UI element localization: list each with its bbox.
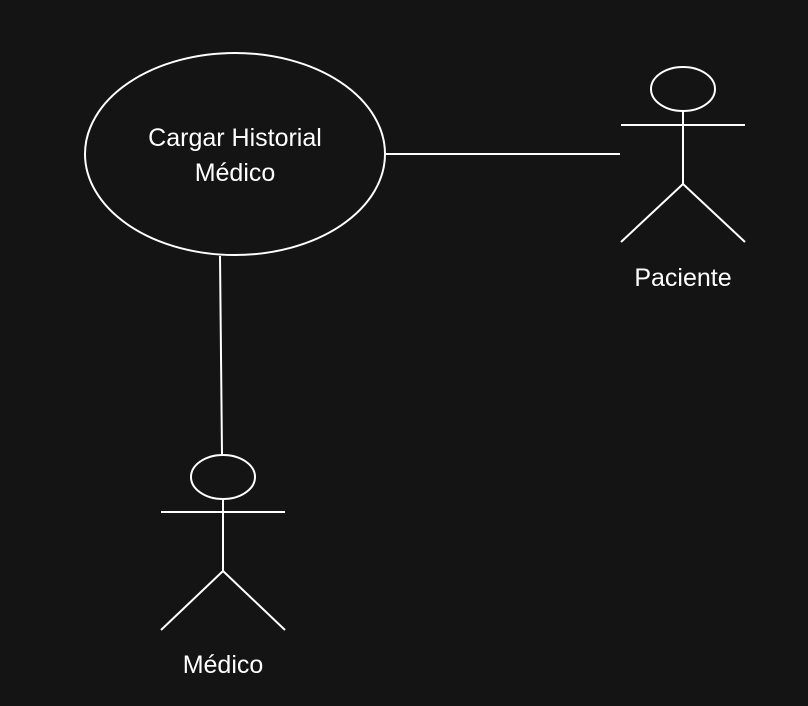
actor-paciente-left-leg <box>620 183 684 243</box>
actor-medico[interactable]: Médico <box>160 454 286 679</box>
actor-paciente[interactable]: Paciente <box>620 66 746 292</box>
association-medico[interactable] <box>219 255 223 456</box>
actor-paciente-right-leg <box>682 183 746 243</box>
use-case-label-line1: Cargar Historial <box>148 124 322 152</box>
actor-paciente-label: Paciente <box>634 264 731 292</box>
actor-medico-left-leg <box>160 570 224 631</box>
use-case-label-line2: Médico <box>195 159 276 187</box>
actor-medico-head <box>190 454 256 500</box>
actor-medico-right-leg <box>222 570 286 631</box>
use-case-cargar-historial-medico[interactable]: Cargar Historial Médico <box>84 52 386 256</box>
actor-paciente-head <box>650 66 716 112</box>
actor-medico-label: Médico <box>183 651 264 679</box>
use-case-ellipse <box>84 52 386 256</box>
